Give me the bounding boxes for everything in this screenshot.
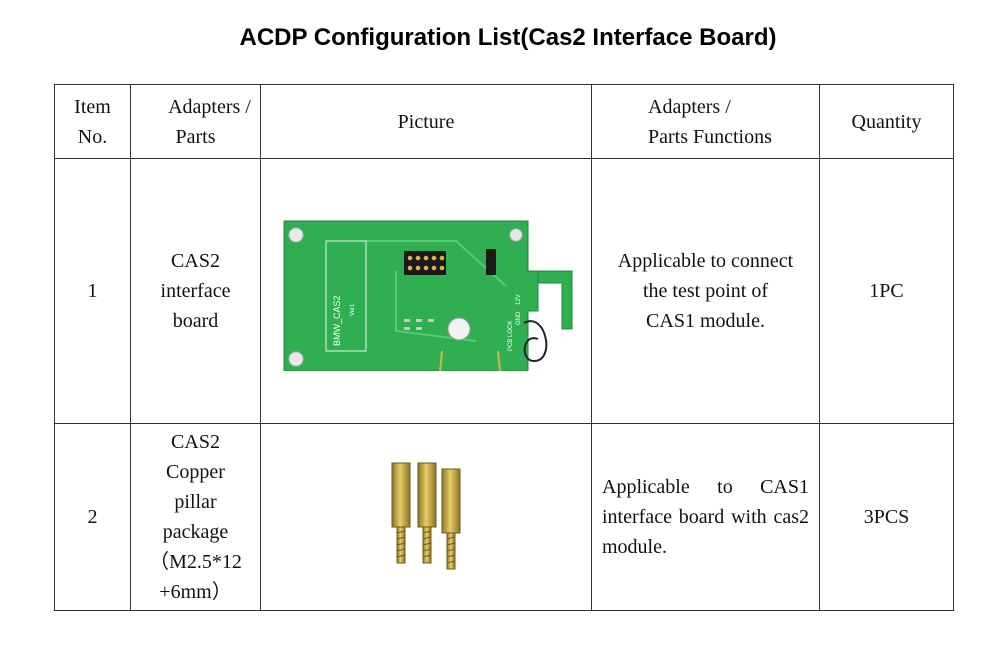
- function-line: CAS1 module.: [646, 310, 765, 332]
- header-functions: Adapters / Parts Functions: [591, 84, 820, 159]
- pcb-lock-label: PCB LOCK: [508, 321, 514, 351]
- part-name-line: +6mm）: [159, 581, 232, 603]
- copper-pillar-image: [391, 462, 461, 570]
- pcb-volt-label: 12V: [516, 294, 522, 305]
- header-pins: [407, 255, 445, 271]
- push-button: [447, 317, 471, 341]
- function-line: the test point of: [643, 280, 768, 302]
- pillar: [417, 462, 437, 564]
- page-title: ACDP Configuration List(Cas2 Interface B…: [239, 24, 777, 51]
- table-row: 2 CAS2 Copper pillar package （M2.5*12 +6…: [54, 423, 954, 611]
- table-row: 1 CAS2 interface board BMW_CAS2 Ver1: [54, 158, 954, 424]
- header-adapters: Adapters / Parts: [130, 84, 261, 159]
- part-name-line: pillar: [174, 491, 217, 513]
- pillar: [441, 468, 461, 570]
- part-quantity: 3PCS: [819, 423, 954, 611]
- header-quantity: Quantity: [819, 84, 954, 159]
- smd-part: [416, 319, 422, 322]
- header-picture: Picture: [260, 84, 592, 159]
- part-name: CAS2 interface board: [130, 158, 261, 424]
- smd-part: [416, 327, 422, 330]
- function-line: Applicable to connect: [617, 250, 794, 272]
- pcb-gnd-label: GND: [516, 311, 522, 325]
- pillar: [391, 462, 411, 564]
- silkscreen-box: [325, 240, 367, 352]
- header-item-line1: Item: [74, 95, 111, 118]
- jumper-wire: [523, 320, 548, 363]
- item-number: 1: [54, 158, 131, 424]
- part-function: Applicable to CAS1 interface board with …: [591, 423, 820, 611]
- header-adapters-line1: Adapters /: [168, 95, 251, 118]
- part-name-line: Copper: [166, 461, 225, 483]
- smd-part: [404, 327, 410, 330]
- pcb-board-image: BMW_CAS2 Ver1 PCB LOCK: [283, 220, 573, 371]
- part-quantity: 1PC: [819, 158, 954, 424]
- mount-hole: [288, 351, 304, 367]
- part-name-line: interface: [160, 280, 231, 302]
- mount-hole: [509, 228, 523, 242]
- protruding-pin: [497, 350, 501, 371]
- pcb-brand-label: BMW_CAS2: [332, 295, 342, 346]
- pin-header: [404, 251, 446, 275]
- picture-cell: BMW_CAS2 Ver1 PCB LOCK: [260, 158, 592, 424]
- picture-cell: [260, 423, 592, 611]
- pcb-side-tab: [537, 270, 573, 330]
- pcb-body: [283, 220, 539, 371]
- part-name-line: CAS2: [171, 250, 220, 272]
- header-item-line2: No.: [77, 125, 108, 148]
- pcb-version-label: Ver1: [350, 303, 356, 316]
- pcb-tab-label: LEFT: [548, 297, 554, 309]
- part-name-line: board: [172, 310, 219, 332]
- header-adapters-line2: Parts: [175, 125, 216, 148]
- part-name-line: CAS2: [171, 431, 220, 453]
- part-function: Applicable to connect the test point of …: [591, 158, 820, 424]
- item-number: 2: [54, 423, 131, 611]
- part-name-line: （M2.5*12: [149, 551, 242, 573]
- thread-lines: [396, 530, 456, 564]
- smd-part: [428, 319, 434, 322]
- mount-hole: [288, 227, 304, 243]
- header-functions-line2: Parts Functions: [648, 125, 772, 148]
- header-item-no: Item No.: [54, 84, 131, 159]
- part-name-line: package: [162, 521, 229, 543]
- protruding-pin: [439, 350, 443, 371]
- small-header: [486, 249, 496, 275]
- smd-part: [404, 319, 410, 322]
- part-name: CAS2 Copper pillar package （M2.5*12 +6mm…: [130, 423, 261, 611]
- configuration-table: Item No. Adapters / Parts Picture Adapte…: [54, 84, 954, 611]
- table-header-row: Item No. Adapters / Parts Picture Adapte…: [54, 84, 954, 159]
- header-functions-line1: Adapters /: [648, 95, 731, 118]
